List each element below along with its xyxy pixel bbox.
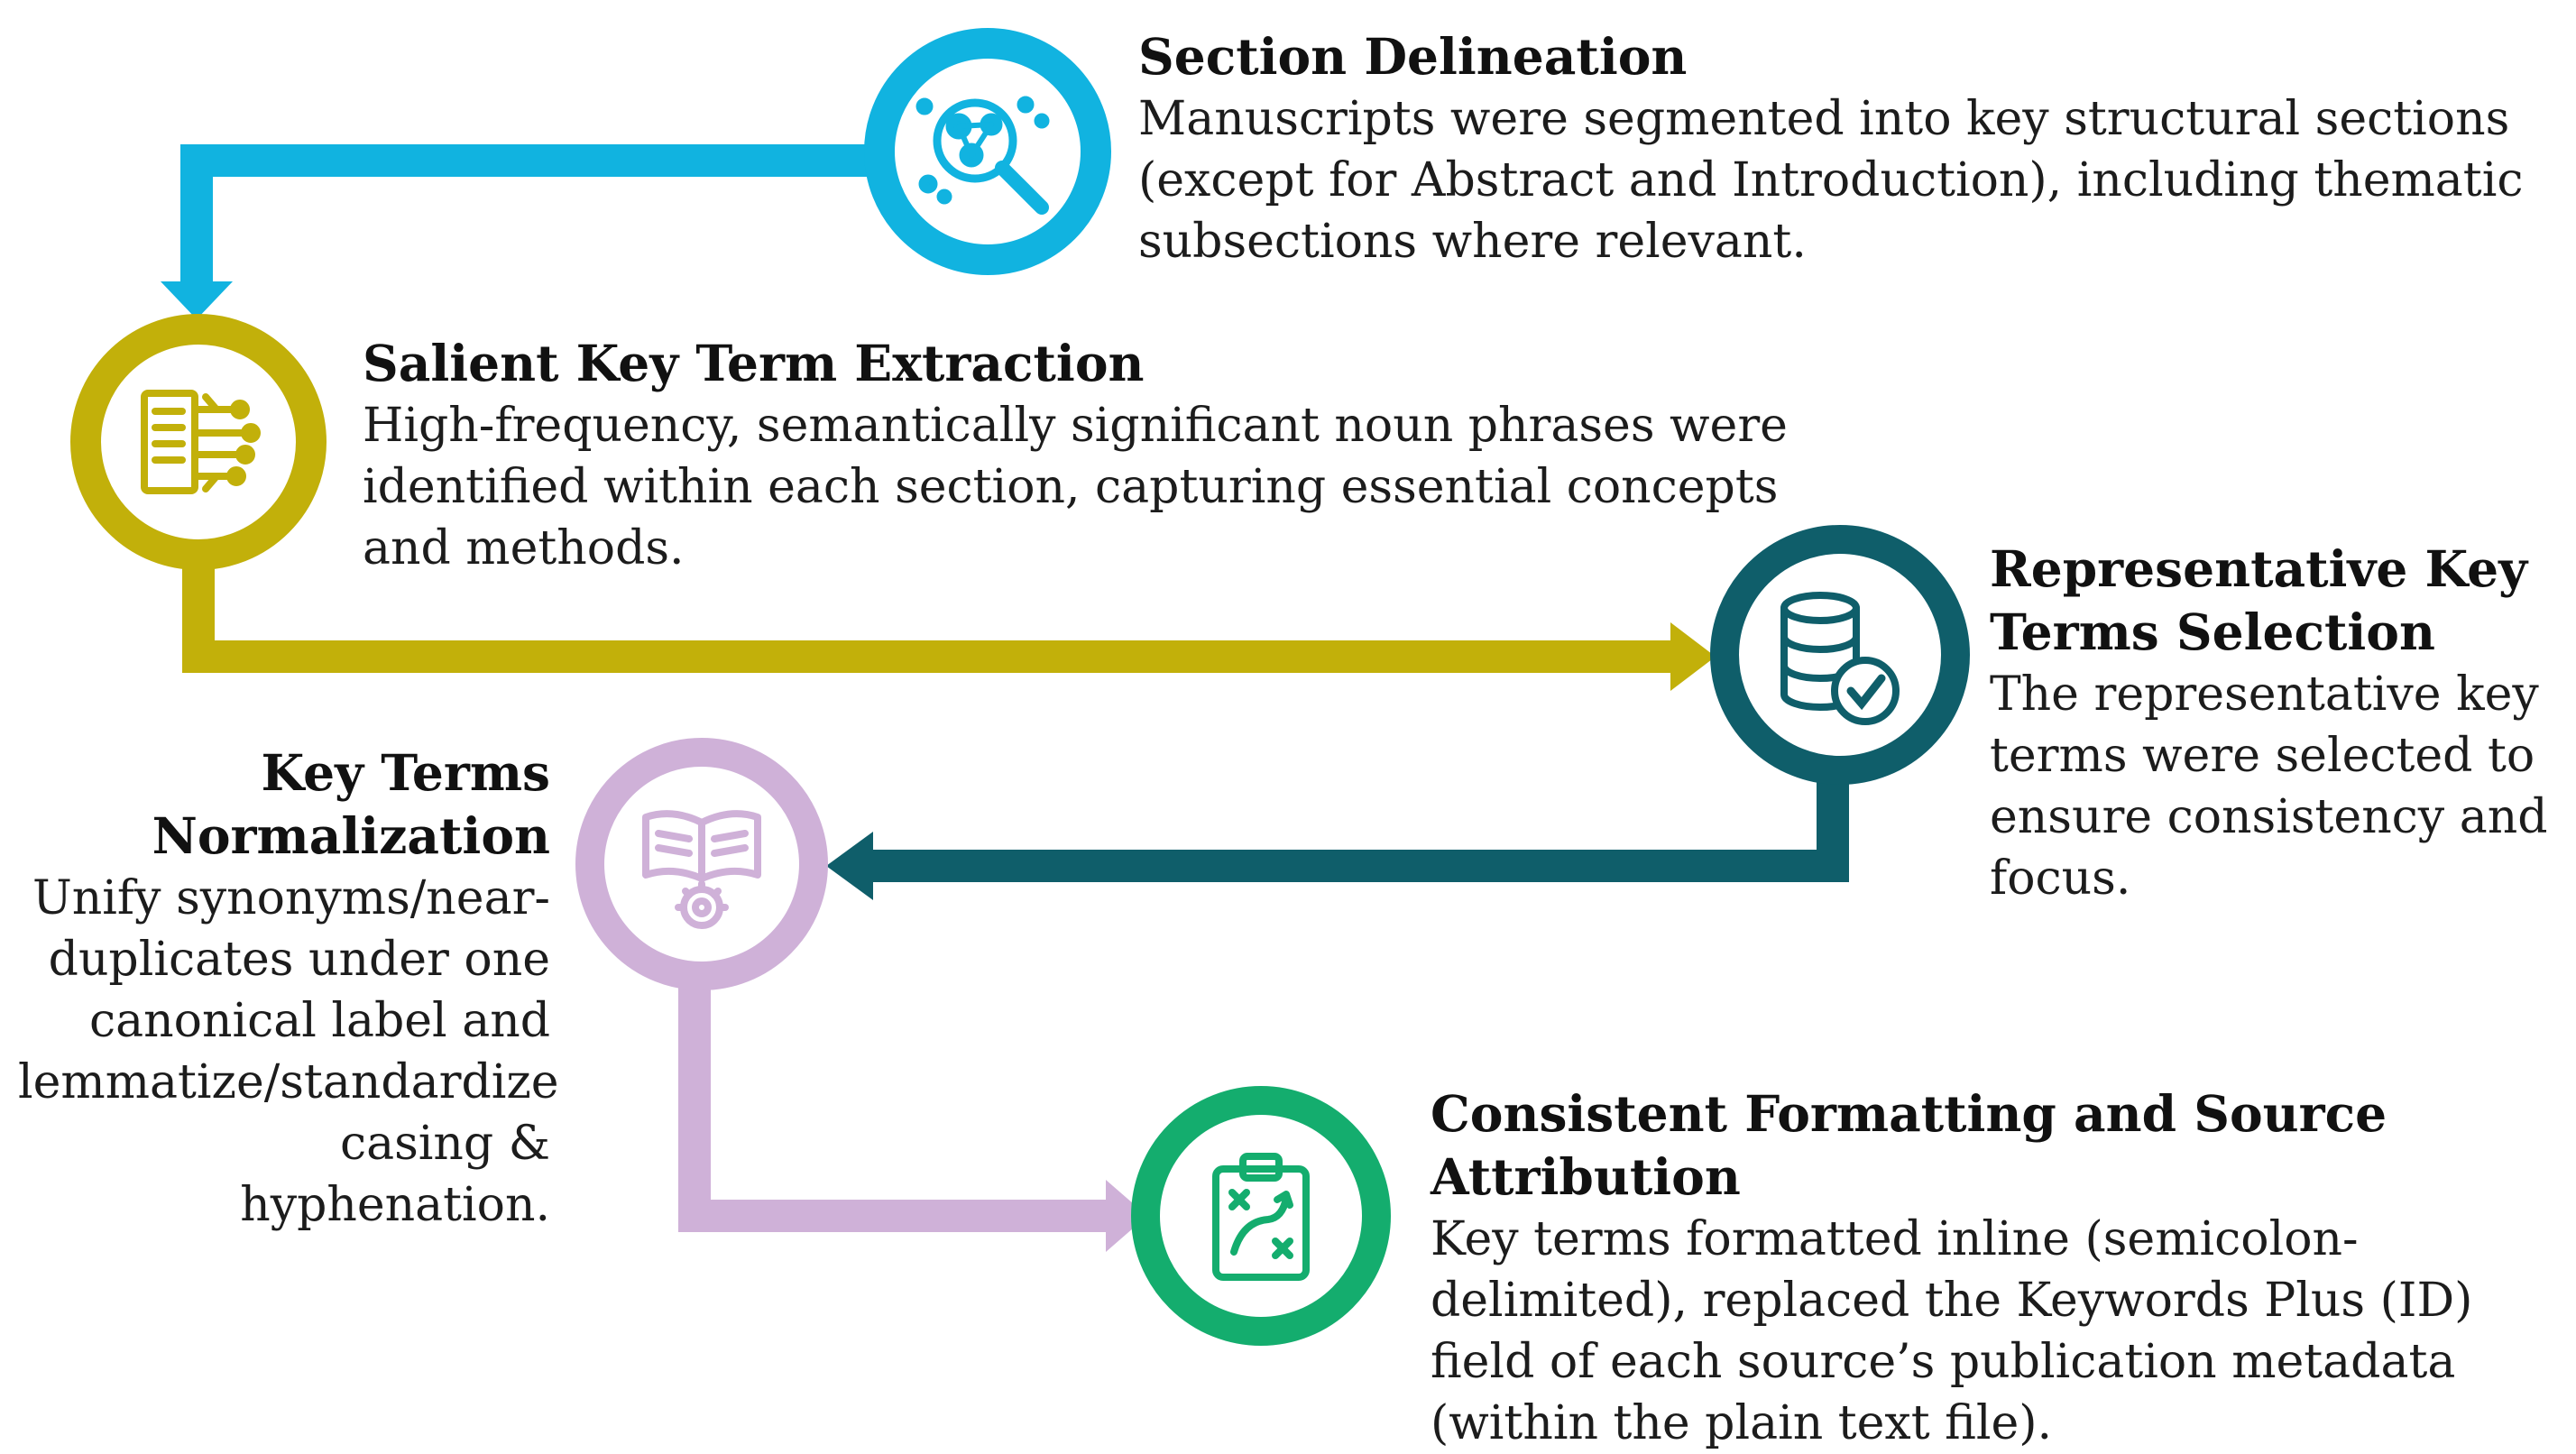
arrowhead-4-to-5 <box>1106 1180 1147 1252</box>
step-2-description: High-frequency, semantically significant… <box>363 399 1788 575</box>
step-4-description: Unify synonyms/near-duplicates under one… <box>18 871 559 1232</box>
step-2-title: Salient Key Term Extraction <box>363 334 1145 392</box>
arrowhead-3-to-4 <box>826 832 873 900</box>
book-gear-icon <box>642 810 761 929</box>
connector-3-to-4 <box>866 765 1849 882</box>
step-2-text: Salient Key Term Extraction High-frequen… <box>363 332 1842 579</box>
step-1-description: Manuscripts were segmented into key stru… <box>1138 92 2524 269</box>
step-4-text: Key Terms Normalization Unify synonyms/n… <box>18 741 559 1236</box>
step-5-text: Consistent Formatting and Source Attribu… <box>1431 1082 2567 1454</box>
clipboard-strategy-icon <box>1212 1153 1310 1281</box>
step-3-title: Representative Key Terms Selection <box>1990 539 2528 661</box>
step-4-node <box>575 738 828 990</box>
step-4-title: Key Terms Normalization <box>152 743 550 865</box>
step-5-description: Key terms formatted inline (semicolon-de… <box>1431 1212 2473 1450</box>
step-1-text: Section Delineation Manuscripts were seg… <box>1138 25 2545 272</box>
step-3-node <box>1710 525 1970 785</box>
document-circuit-icon <box>141 390 261 494</box>
connector-1-to-2 <box>180 144 871 287</box>
step-1-title: Section Delineation <box>1138 27 1688 86</box>
workflow-diagram <box>70 28 1970 1346</box>
step-1-node <box>864 28 1111 275</box>
step-3-description: The representative key terms were select… <box>1990 667 2548 906</box>
magnifier-molecule-icon <box>915 96 1050 215</box>
connector-4-to-5 <box>678 974 1111 1232</box>
arrowhead-1-to-2 <box>161 281 233 319</box>
connector-2-to-3 <box>182 561 1678 673</box>
step-5-title: Consistent Formatting and Source Attribu… <box>1431 1084 2387 1206</box>
arrowhead-2-to-3 <box>1670 622 1716 691</box>
step-5-node <box>1131 1086 1391 1346</box>
database-check-icon <box>1780 592 1900 725</box>
step-3-text: Representative Key Terms Selection The r… <box>1990 538 2549 909</box>
step-2-node <box>70 314 327 570</box>
